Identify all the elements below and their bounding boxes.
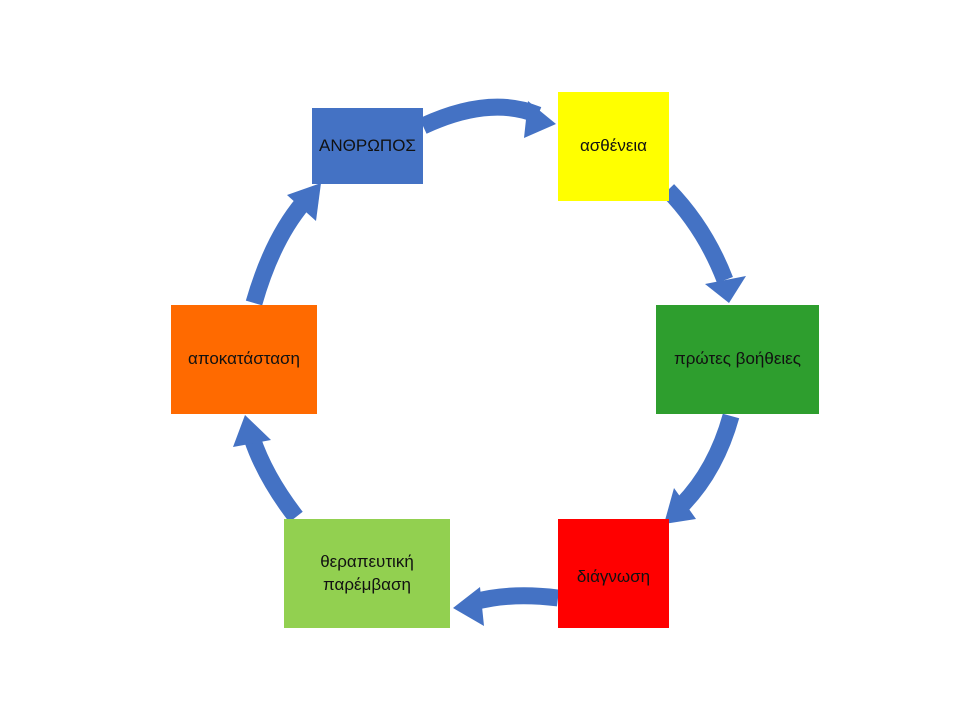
- node-apokatastasi: αποκατάσταση: [171, 305, 317, 414]
- arrow-diagnosi-to-therapeutiki-paremvasi: [453, 587, 560, 626]
- arrow-apokatastasi-to-anthropos: [245, 183, 321, 306]
- node-anthropos: ΑΝΘΡΩΠΟΣ: [312, 108, 423, 184]
- node-asthenia-label: ασθένεια: [579, 136, 648, 156]
- node-protes-voitheies: πρώτες βοήθειες: [656, 305, 819, 414]
- arrow-protes-voitheies-to-diagnosi: [664, 413, 740, 524]
- arrow-therapeutiki-paremvasi-to-apokatastasi: [233, 415, 303, 523]
- node-diagnosi-label: διάγνωση: [576, 567, 651, 587]
- arrow-anthropos-to-asthenia: [419, 98, 556, 138]
- arrow-asthenia-to-protes-voitheies: [661, 184, 746, 303]
- node-apokatastasi-label: αποκατάσταση: [188, 349, 300, 369]
- node-therapeutiki-paremvasi-label: θεραπευτική παρέμβαση: [320, 552, 414, 594]
- node-therapeutiki-paremvasi: θεραπευτική παρέμβαση: [284, 519, 450, 628]
- node-anthropos-label: ΑΝΘΡΩΠΟΣ: [319, 135, 416, 155]
- node-diagnosi: διάγνωση: [558, 519, 669, 628]
- node-protes-voitheies-label: πρώτες βοήθειες: [674, 349, 801, 369]
- node-asthenia: ασθένεια: [558, 92, 669, 201]
